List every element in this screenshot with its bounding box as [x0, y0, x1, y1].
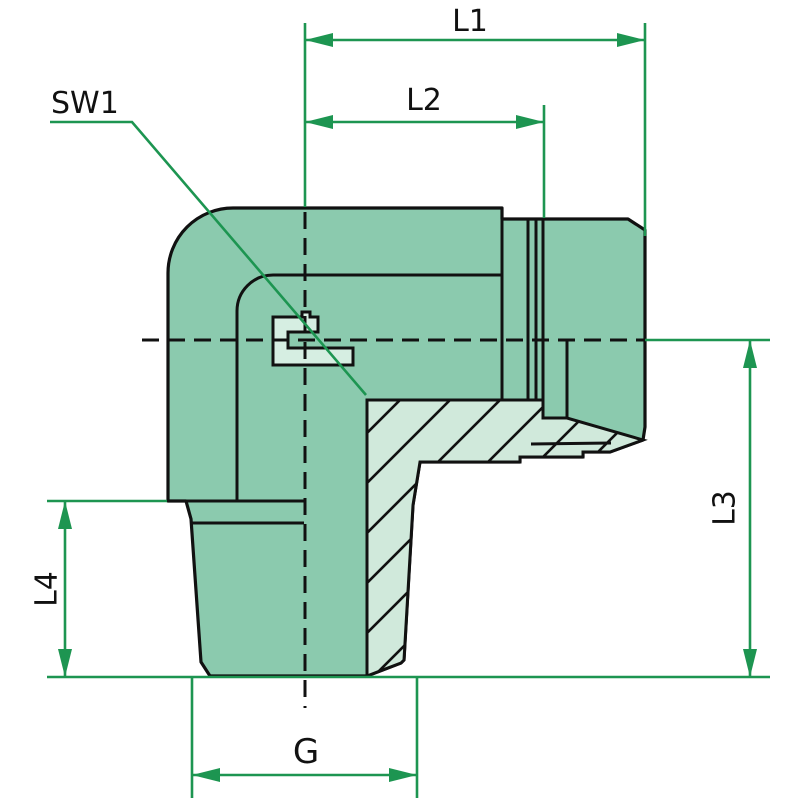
- arrowhead: [305, 115, 333, 129]
- bore-corner-edge: [235, 273, 502, 501]
- arrowhead: [516, 115, 544, 129]
- section-hatch: [365, 398, 648, 679]
- bore-detail: [271, 310, 355, 367]
- arrowhead: [58, 649, 72, 677]
- arrowhead: [743, 649, 757, 677]
- arrowhead: [192, 768, 220, 782]
- dimension-label-sw1: SW1: [51, 86, 119, 121]
- dimensions: [47, 23, 770, 798]
- dimension-label-l4: L4: [30, 571, 65, 607]
- dimension-label-l1: L1: [452, 4, 488, 39]
- arrowhead: [389, 768, 417, 782]
- arrowhead: [305, 33, 333, 47]
- centerlines: [142, 212, 645, 708]
- arrowhead: [617, 33, 645, 47]
- arrowhead: [743, 340, 757, 368]
- sw1-leader-line: [50, 120, 367, 396]
- dimension-label-l2: L2: [406, 83, 442, 118]
- body-internal-edges: [168, 208, 612, 525]
- dimension-labels: L1 L2 SW1 L4 L3 G: [30, 4, 743, 772]
- fitting-body: [166, 206, 648, 679]
- dimension-label-g: G: [293, 732, 319, 772]
- dimension-label-l3: L3: [708, 490, 743, 526]
- arrowheads: [58, 33, 757, 782]
- arrowhead: [58, 501, 72, 529]
- thread-root-edge: [530, 441, 612, 446]
